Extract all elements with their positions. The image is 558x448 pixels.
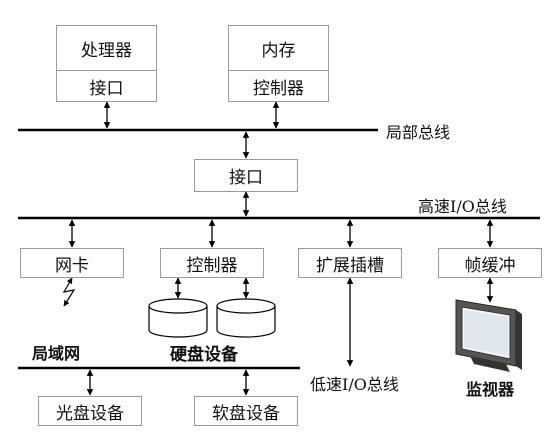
cpu-label: 处理器 [57, 26, 156, 71]
lan-link-icon [62, 277, 76, 307]
memory-block: 内存 控制器 [228, 25, 329, 102]
low-speed-bus-label: 低速I/O总线 [310, 375, 399, 394]
lan-label: 局域网 [32, 344, 81, 363]
floppy-device-box: 软盘设备 [194, 396, 298, 426]
memory-controller-label: 控制器 [253, 78, 304, 99]
cpu-block: 处理器 接口 [56, 25, 157, 102]
monitor-label: 监视器 [466, 380, 515, 399]
hard-disk-2-icon [216, 298, 276, 338]
cpu-interface-label: 接口 [89, 78, 124, 99]
hdd-label: 硬盘设备 [170, 345, 238, 365]
nic-box: 网卡 [20, 248, 124, 278]
frame-buffer-box: 帧缓冲 [438, 248, 542, 278]
cd-device-box: 光盘设备 [38, 396, 142, 426]
expansion-slot-box: 扩展插槽 [298, 248, 402, 278]
controller-box: 控制器 [160, 248, 264, 278]
memory-label: 内存 [229, 26, 328, 71]
hard-disk-1-icon [148, 298, 208, 338]
high-speed-bus-label: 高速I/O总线 [418, 197, 507, 216]
bridge-interface-box: 接口 [194, 159, 298, 192]
local-bus-label: 局部总线 [386, 123, 451, 142]
monitor-icon [455, 299, 522, 372]
